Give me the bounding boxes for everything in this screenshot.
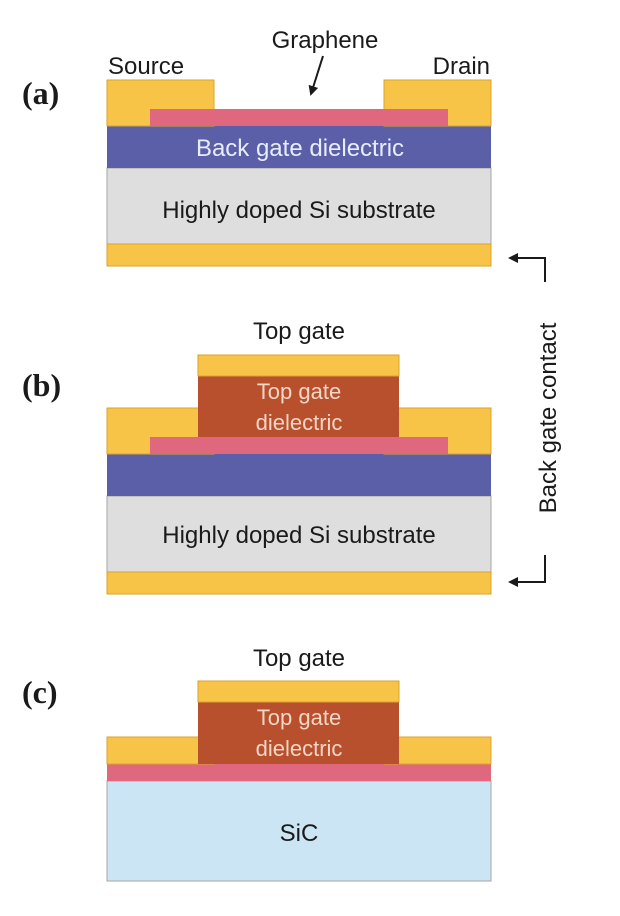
panel-a-label: (a) bbox=[22, 75, 59, 111]
panel-c-top-gate-contact bbox=[197, 680, 400, 703]
connector-arrow-top bbox=[508, 253, 546, 282]
panel-a-graphene-arrow bbox=[308, 55, 324, 96]
panel-b-graphene-layer bbox=[150, 437, 448, 454]
panel-a-source-label: Source bbox=[108, 53, 184, 80]
panel-c-top-gate-label: Top gate bbox=[253, 645, 345, 672]
panel-a-graphene-layer bbox=[150, 109, 448, 126]
panel-b-top-dielectric-label-line1: Top gate bbox=[257, 379, 341, 404]
panel-a-si-substrate bbox=[106, 167, 492, 245]
panel-b-top-dielectric-label-line2: dielectric bbox=[256, 410, 343, 435]
panel-a-back-gate-contact-layer bbox=[106, 243, 492, 267]
panel-c-top-dielectric-label-line1: Top gate bbox=[257, 705, 341, 730]
panel-a-substrate-label: Highly doped Si substrate bbox=[162, 197, 436, 224]
connector-arrow-bottom bbox=[508, 555, 546, 587]
panel-c-substrate-label: SiC bbox=[280, 820, 319, 847]
panel-c-source-contact bbox=[106, 736, 215, 765]
panel-b-top-gate-dielectric bbox=[198, 376, 399, 437]
panel-c: (c) Top gate Top gate dielectric SiC bbox=[22, 645, 492, 882]
panel-c-sic-substrate bbox=[106, 780, 492, 882]
panel-c-label: (c) bbox=[22, 674, 58, 710]
panel-b-top-gate-contact bbox=[197, 354, 400, 377]
panel-a-drain-label: Drain bbox=[433, 53, 490, 80]
panel-a: (a) Source Drain Graphene Back gate diel… bbox=[22, 27, 492, 267]
panel-a-graphene-label: Graphene bbox=[272, 27, 379, 54]
panel-b-substrate-label: Highly doped Si substrate bbox=[162, 522, 436, 549]
panel-b-label: (b) bbox=[22, 367, 61, 403]
panel-a-back-gate-dielectric bbox=[107, 126, 491, 168]
panel-c-graphene-layer bbox=[107, 764, 491, 781]
back-gate-contact-label: Back gate contact bbox=[535, 322, 562, 513]
panel-b-back-gate-dielectric bbox=[107, 454, 491, 496]
panel-b-top-gate-label: Top gate bbox=[253, 318, 345, 345]
panel-b: (b) Top gate Top gate dielectric Highly … bbox=[22, 318, 492, 595]
panel-c-top-dielectric-label-line2: dielectric bbox=[256, 736, 343, 761]
panel-c-top-gate-dielectric bbox=[198, 702, 399, 764]
panel-a-dielectric-label: Back gate dielectric bbox=[196, 135, 404, 162]
panel-c-drain-contact bbox=[383, 736, 492, 765]
back-gate-contact-connector: Back gate contact bbox=[508, 253, 562, 587]
panel-b-si-substrate bbox=[106, 495, 492, 573]
panel-b-back-gate-contact-layer bbox=[106, 571, 492, 595]
